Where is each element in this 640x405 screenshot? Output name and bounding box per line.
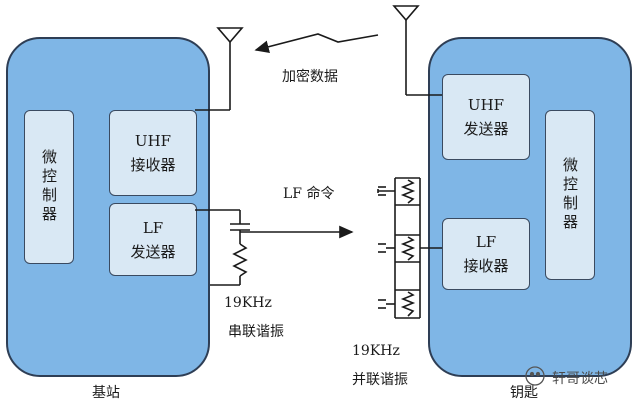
key-uhf-line2: 发送器 (463, 120, 509, 138)
key-mcu-box: 微控制器 (545, 110, 595, 280)
key-title: 钥匙 (510, 385, 538, 401)
base-uhf-line1: UHF (134, 132, 172, 150)
series-resonance-circuit-icon (195, 209, 250, 286)
watermark-text: 轩哥谈芯 (552, 371, 608, 387)
base-mcu-box: 微控制器 (24, 110, 74, 264)
lf-command-label: LF 命令 (283, 186, 335, 202)
encrypted-data-arrow-icon (254, 33, 379, 53)
key-lf-line1: LF (475, 233, 497, 251)
base-lf-transmitter-box: LF 发送器 (109, 203, 197, 276)
wechat-logo-icon (525, 366, 545, 386)
base-uhf-line2: 接收器 (130, 156, 176, 174)
series-resonance-label: 串联谐振 (228, 324, 284, 340)
base-mcu-label: 微控制器 (40, 149, 58, 225)
key-mcu-label: 微控制器 (561, 157, 579, 233)
key-uhf-transmitter-box: UHF 发送器 (442, 74, 530, 160)
base-lf-line1: LF (142, 218, 164, 237)
key-lf-line2: 接收器 (463, 257, 509, 275)
parallel-resonance-circuit-icon (377, 177, 442, 319)
base-uhf-receiver-box: UHF 接收器 (109, 110, 197, 196)
base-station-title: 基站 (92, 385, 120, 401)
base-lf-line2: 发送器 (130, 242, 176, 261)
parallel-resonance-label: 并联谐振 (352, 372, 408, 388)
key-uhf-line1: UHF (467, 96, 505, 114)
encrypted-data-label: 加密数据 (282, 69, 338, 85)
series-freq-label: 19KHz (224, 295, 272, 311)
base-antenna-icon (195, 27, 244, 111)
key-antenna-icon (392, 5, 442, 96)
key-lf-receiver-box: LF 接收器 (442, 218, 530, 290)
parallel-freq-label: 19KHz (352, 343, 400, 359)
